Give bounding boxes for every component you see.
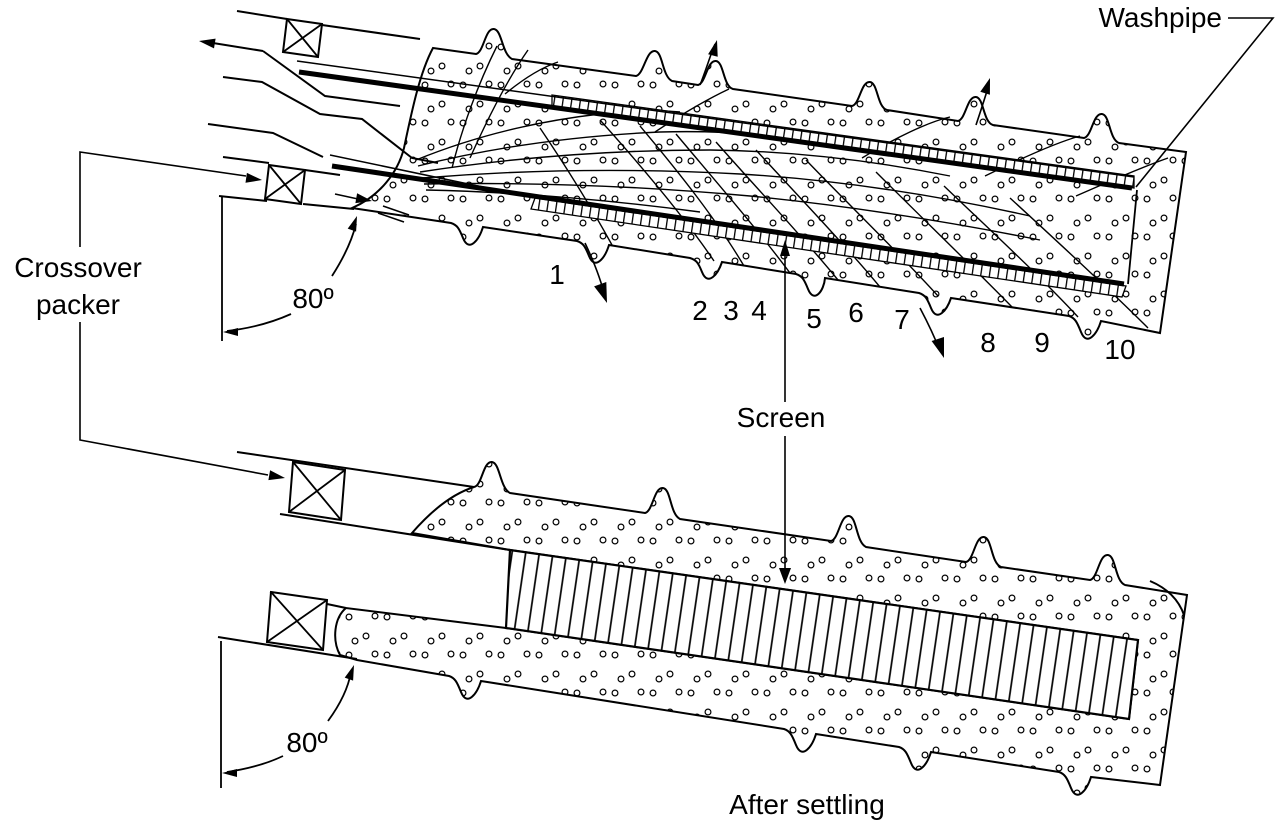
stage-numbers: 1 2 3 4 5 6 7 8 9 10 — [549, 259, 1135, 365]
leader-arrow-icon — [245, 172, 262, 183]
leader-arrow-icon — [780, 240, 790, 256]
slurry-down-arrow-icon — [931, 337, 944, 358]
washpipe-upper — [298, 69, 1133, 191]
washpipe-leader-line — [1135, 17, 1275, 188]
caption-after-settling: After settling — [729, 789, 885, 820]
stage-number: 10 — [1104, 334, 1135, 365]
flow-arrows-top — [199, 38, 990, 358]
arc-arrow-icon — [344, 665, 354, 681]
stage-number: 1 — [549, 259, 565, 290]
leakoff-arrow-icon — [980, 78, 990, 95]
washpipe-lower — [331, 163, 1125, 287]
callouts: Washpipe Crossover packer Screen After s… — [14, 2, 1275, 820]
packer-symbol-lower — [265, 590, 329, 652]
slurry-down-arrow-icon — [594, 282, 607, 303]
screen-ladder-upper — [551, 94, 1135, 189]
leakoff-arrow-icon — [708, 40, 718, 57]
washpipe-screen-lower-run — [329, 154, 1138, 298]
leader-arrow-icon — [268, 470, 285, 481]
stage-number: 5 — [806, 303, 822, 334]
arc-arrow-icon — [223, 328, 238, 336]
settled-gravel-region — [334, 461, 1189, 796]
deviation-angle-top: 80º — [221, 196, 357, 341]
stage-number: 2 — [692, 295, 708, 326]
stage-number: 4 — [751, 295, 767, 326]
screen-label: Screen — [737, 402, 826, 433]
leader-arrow-icon — [779, 568, 791, 584]
deviation-angle-bottom: 80º — [220, 641, 354, 788]
crossover-packer-label-line1: Crossover — [14, 252, 142, 283]
return-flow-arrow-icon — [199, 38, 216, 49]
screen-band — [504, 548, 1140, 721]
stage-number: 9 — [1034, 327, 1050, 358]
washpipe-label: Washpipe — [1099, 2, 1222, 33]
crossover-packer-label-line2: packer — [36, 289, 120, 320]
crossover-plumbing — [207, 10, 439, 223]
screen-assembly-end-cap — [1127, 189, 1138, 285]
crossover-leader-bottom — [79, 322, 269, 476]
stage-number: 6 — [848, 297, 864, 328]
stage-number: 8 — [980, 327, 996, 358]
crossover-packer-symbol-top — [263, 163, 307, 206]
angle-value-bottom: 80º — [286, 727, 327, 758]
angle-value-top: 80º — [292, 283, 333, 314]
arc-arrow-icon — [222, 769, 237, 777]
annulus-flow-arrow-icon — [355, 193, 372, 204]
bottom-diagram-after-settling: 80º — [217, 451, 1189, 796]
stage-number: 7 — [894, 304, 910, 335]
crossover-packer-symbol-bottom — [287, 460, 347, 522]
crossover-leader-top — [79, 151, 247, 247]
screen-rail-upper — [296, 60, 1135, 178]
dune-front-curves — [539, 119, 1149, 329]
packer-symbol-upper — [281, 17, 324, 59]
stage-number: 3 — [723, 295, 739, 326]
top-diagram-during-pumping: 1 2 3 4 5 6 7 8 9 10 80º — [199, 10, 1188, 365]
washpipe-screen-upper-run — [296, 60, 1135, 191]
arc-arrow-icon — [347, 216, 357, 232]
